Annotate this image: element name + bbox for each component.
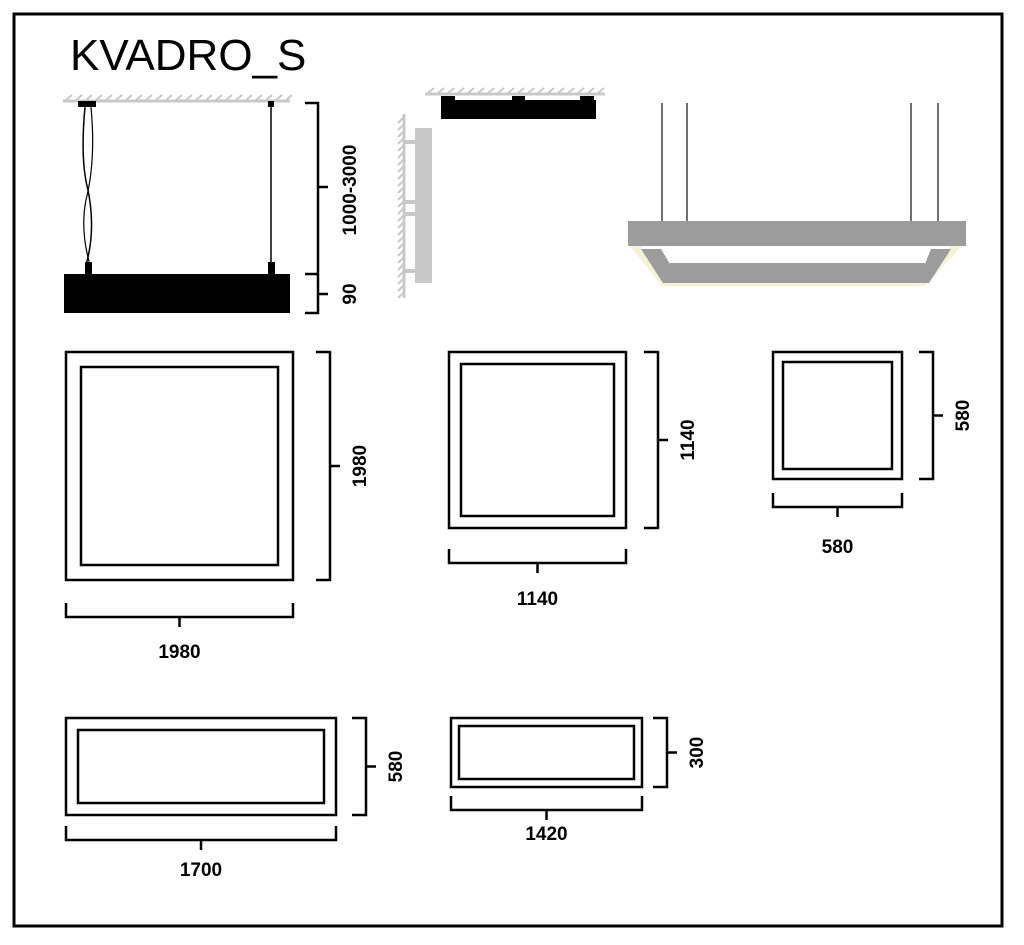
outer-frame [449, 716, 644, 789]
ceiling-hatch [65, 94, 293, 101]
canopy [268, 101, 274, 107]
width-dimension-line [771, 493, 904, 517]
width-dimension-line [447, 549, 628, 573]
side-view-suspended: 1000-3000 90 [63, 94, 361, 315]
plan-1700x580: 580 1700 [64, 716, 407, 881]
height-label: 300 [687, 737, 708, 769]
height-label: 1980 [350, 445, 371, 487]
outer-frame [64, 716, 338, 817]
height-label: 1140 [678, 419, 699, 460]
height-dimension-line [316, 350, 340, 582]
cable [83, 106, 94, 266]
luminaire-body [64, 274, 290, 313]
width-label: 580 [822, 537, 854, 558]
width-dimension-line [449, 796, 644, 820]
height-dimension-line [919, 350, 943, 481]
height-dimension-line [653, 716, 677, 789]
inner-frame [457, 724, 636, 781]
height-dimension-line [644, 350, 668, 530]
plan-1980x1980: 1980 1980 [64, 350, 371, 663]
frame-top-bar [628, 221, 966, 246]
product-title: KVADRO_S [70, 31, 306, 80]
inner-frame [459, 362, 616, 518]
inner-frame [76, 728, 326, 805]
width-label: 1700 [180, 860, 222, 881]
dimension-line [305, 101, 328, 315]
plan-1140x1140: 1140 1140 [447, 350, 699, 610]
inner-frame [781, 360, 894, 471]
ceiling-mount-view [425, 87, 605, 119]
canopy [78, 101, 96, 107]
luminaire-body [441, 100, 596, 119]
plan-1420x300: 300 1420 [449, 716, 708, 845]
height-label: 580 [386, 751, 407, 783]
plan-580x580: 580 580 [771, 350, 974, 558]
outer-frame [64, 350, 295, 582]
height-dimension-line [352, 716, 376, 817]
width-dimension-line [64, 603, 295, 627]
inner-frame [79, 365, 280, 567]
height-label: 1000-3000 [340, 145, 361, 236]
width-label: 1140 [517, 589, 558, 610]
body-label: 90 [340, 283, 361, 304]
width-dimension-line [64, 826, 338, 850]
width-label: 1980 [158, 642, 200, 663]
outer-frame [447, 350, 628, 530]
height-label: 580 [953, 400, 974, 432]
perspective-view [628, 103, 966, 286]
width-label: 1420 [525, 824, 567, 845]
wall-mount-view [397, 114, 432, 299]
outer-frame [771, 350, 904, 481]
